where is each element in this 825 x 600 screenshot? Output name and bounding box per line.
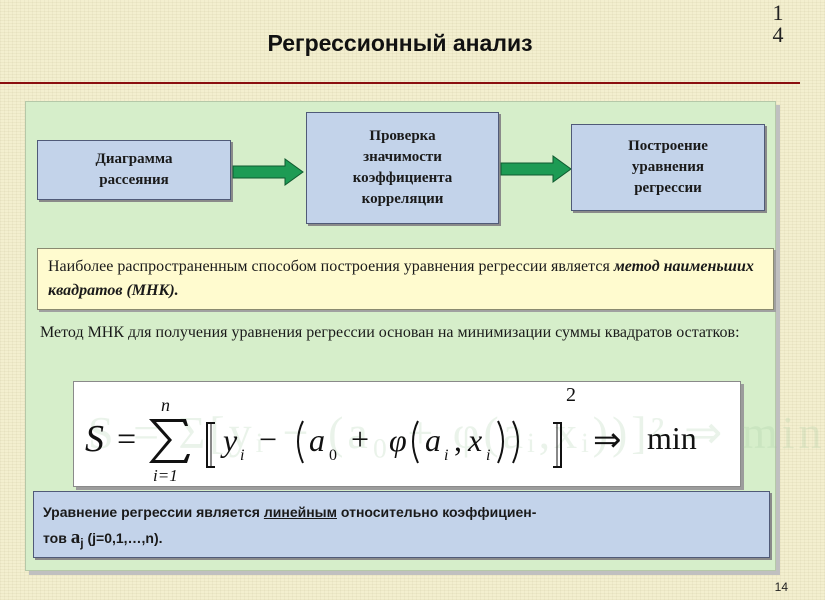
right-paren-inner [497, 420, 504, 464]
formula-ai-subscript: i [444, 447, 448, 464]
least-squares-note: Наиболее распространенным способом постр… [37, 248, 774, 310]
left-paren-outer [297, 420, 304, 464]
least-squares-formula: S = n i=1 y i − a 0 + φ a i , x i 2 ⇒ mi… [85, 384, 697, 485]
flow-arrow-1-icon [232, 158, 304, 186]
note-text: Наиболее распространенным способом постр… [48, 258, 614, 275]
flow-box-regression-equation: Построение уравнения регрессии [571, 124, 765, 211]
formula-box [73, 381, 741, 487]
formula-xi-subscript: i [486, 447, 490, 464]
note-emphasis: метод наименьших квадратов (МНК). [48, 258, 754, 299]
coefficient-subscript: j [80, 535, 84, 550]
formula-comma: , [454, 422, 462, 458]
formula-exponent: 2 [566, 384, 576, 406]
sum-upper-limit: n [161, 395, 170, 415]
formula-lhs: S [85, 418, 104, 460]
title-divider [0, 82, 800, 84]
top-page-number: 14 [772, 0, 784, 47]
flow-box-correlation-check: Проверка значимости коэффициента корреля… [306, 112, 499, 224]
formula-ai: a [425, 422, 441, 458]
coefficient-letter: a [70, 527, 81, 548]
flow-arrow-2-icon [500, 155, 572, 183]
sigma-icon [149, 419, 190, 463]
flow-box-scatter-diagram: Диаграмма рассеяния [37, 140, 231, 200]
formula-y-subscript: i [240, 447, 244, 464]
formula-min: min [647, 420, 697, 456]
formula-y: y [220, 422, 238, 458]
bottom-page-number: 14 [774, 580, 788, 594]
left-paren-inner [412, 420, 419, 464]
formula-minus: − [259, 421, 277, 457]
method-description: Метод МНК для получения уравнения регрес… [40, 324, 740, 341]
conclusion-text-after: относительно коэффициен- [337, 504, 537, 520]
formula-phi: φ [389, 422, 407, 458]
slide-title: Регрессионный анализ [267, 30, 533, 56]
implies-icon: ⇒ [593, 422, 622, 459]
conclusion-suffix: (j=0,1,…,n). [83, 530, 163, 546]
conclusion-prefix: тов [43, 530, 71, 546]
formula-plus: + [351, 421, 369, 457]
formula-watermark: S = Σ[yᵢ − (a₀ + φ(aᵢ,xᵢ))]² ⇒ min [88, 407, 825, 458]
conclusion-linear: линейным [263, 504, 337, 520]
formula-xi: x [467, 422, 482, 458]
sum-lower-limit: i=1 [153, 466, 178, 485]
conclusion-box: Уравнение регрессии является линейным от… [33, 491, 770, 558]
formula-a0: a [309, 422, 325, 458]
formula-a0-subscript: 0 [329, 447, 337, 464]
right-paren-outer [512, 420, 519, 464]
formula-equals: = [117, 421, 136, 458]
conclusion-text: Уравнение регрессии является [43, 504, 264, 520]
